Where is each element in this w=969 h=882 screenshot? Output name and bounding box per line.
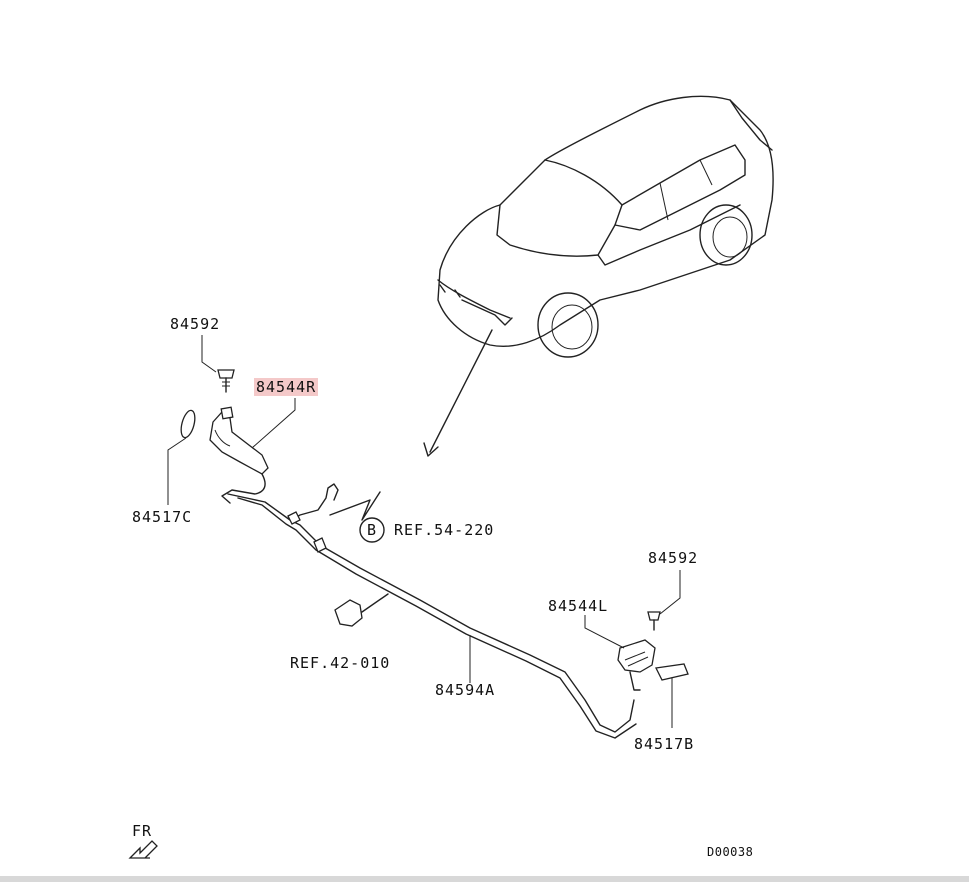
vehicle-illustration — [423, 95, 774, 457]
washer-nozzle-right — [180, 369, 269, 475]
clip-ref-42-010 — [334, 593, 389, 627]
label-84517C: 84517C — [132, 508, 193, 526]
label-84592-top: 84592 — [170, 315, 221, 333]
washer-nozzle-left — [617, 611, 689, 691]
leader-lines — [167, 335, 681, 728]
bottom-scroll-edge — [0, 876, 969, 882]
label-ref-42-010: REF.42-010 — [290, 654, 391, 672]
front-direction-arrow — [128, 840, 158, 859]
label-ref-b: B — [367, 521, 378, 539]
label-84592-right: 84592 — [648, 549, 699, 567]
label-84594A: 84594A — [435, 681, 496, 699]
label-fr: FR — [132, 822, 153, 840]
ref-b-circle — [359, 517, 385, 543]
label-84517B: 84517B — [634, 735, 695, 753]
ref-54-220-leader — [329, 491, 381, 521]
label-84544L: 84544L — [548, 597, 609, 615]
diagram-code: D00038 — [707, 845, 754, 859]
label-ref-54-220: REF.54-220 — [394, 521, 495, 539]
label-84544R: 84544R — [254, 378, 319, 396]
washer-hose-84594A — [221, 473, 637, 739]
